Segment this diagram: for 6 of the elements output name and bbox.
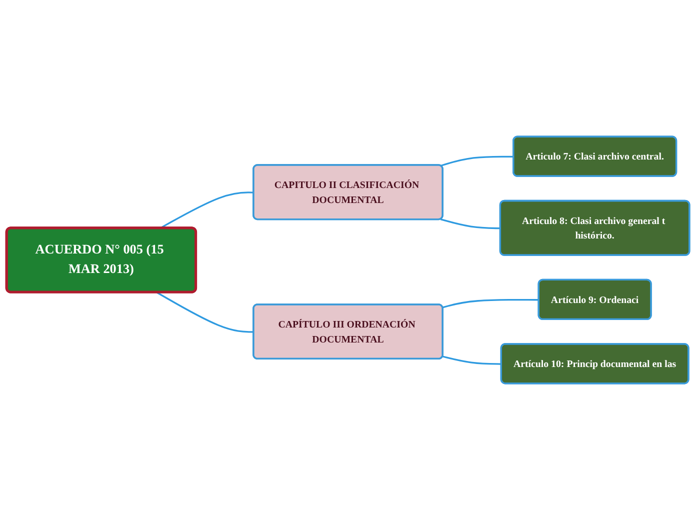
connector <box>442 356 502 365</box>
connector <box>442 298 540 308</box>
connector <box>440 218 501 230</box>
connector <box>160 192 254 230</box>
connector <box>440 156 514 167</box>
connector <box>156 292 254 333</box>
